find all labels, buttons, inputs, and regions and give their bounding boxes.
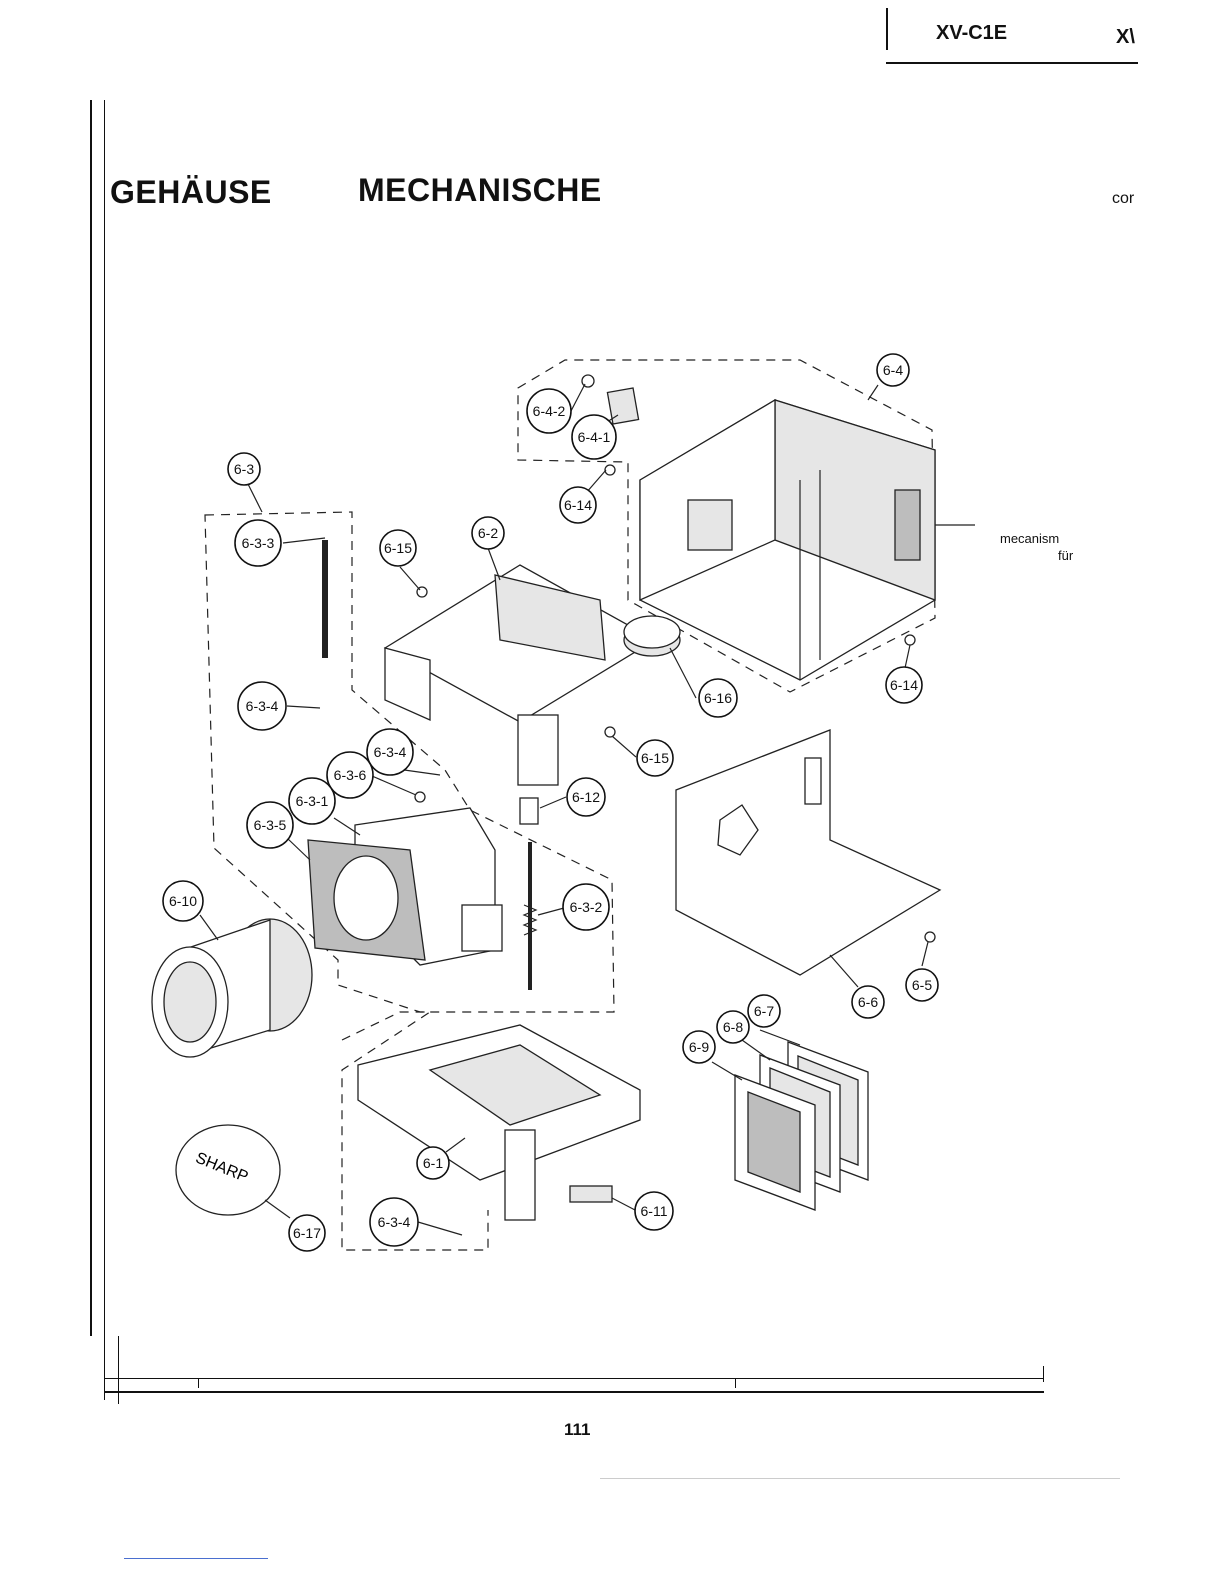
callout-6-11: 6-11 xyxy=(635,1192,673,1230)
callout-6-7: 6-7 xyxy=(748,995,780,1027)
callout-6-17: 6-17 xyxy=(289,1215,325,1251)
part-screw-6-3-6 xyxy=(415,792,425,802)
footer-tick-b xyxy=(735,1378,736,1388)
svg-text:6-7: 6-7 xyxy=(754,1003,774,1019)
svg-text:6-14: 6-14 xyxy=(564,497,592,513)
svg-text:6-3-4: 6-3-4 xyxy=(246,698,279,714)
footer-tick-a xyxy=(198,1378,199,1388)
svg-text:6-12: 6-12 xyxy=(572,789,600,805)
callout-6-3-1: 6-3-1 xyxy=(289,778,335,824)
callout-6-3-5: 6-3-5 xyxy=(247,802,293,848)
part-chassis-frame xyxy=(640,400,935,680)
callout-6-6: 6-6 xyxy=(852,986,884,1018)
svg-text:6-3-5: 6-3-5 xyxy=(254,817,287,833)
svg-text:6-4-2: 6-4-2 xyxy=(533,403,566,419)
part-lamp-holder xyxy=(385,565,655,785)
svg-text:6-1: 6-1 xyxy=(423,1155,443,1171)
footer-rule-upper xyxy=(104,1378,1044,1379)
callout-6-15b: 6-15 xyxy=(637,740,673,776)
part-screw-6-14b xyxy=(905,635,915,645)
callout-6-4-2: 6-4-2 xyxy=(527,389,571,433)
callout-6-16: 6-16 xyxy=(699,679,737,717)
part-lens-cap: SHARP xyxy=(176,1125,280,1215)
part-sleeve xyxy=(520,798,538,824)
part-base-plate xyxy=(676,730,940,975)
callout-6-9: 6-9 xyxy=(683,1031,715,1063)
svg-text:6-11: 6-11 xyxy=(641,1203,668,1219)
svg-text:6-8: 6-8 xyxy=(723,1019,743,1035)
callout-6-3-6: 6-3-6 xyxy=(327,752,373,798)
part-lens-mount xyxy=(308,808,502,965)
part-screw-6-5 xyxy=(925,932,935,942)
callout-6-3: 6-3 xyxy=(228,453,260,485)
footer-right-tick xyxy=(1043,1366,1044,1382)
part-clip xyxy=(570,1186,612,1202)
svg-text:6-3-3: 6-3-3 xyxy=(242,535,275,551)
svg-text:6-6: 6-6 xyxy=(858,994,878,1010)
page-number: 111 xyxy=(564,1420,591,1440)
svg-text:6-3-2: 6-3-2 xyxy=(570,899,603,915)
part-screw-6-14a xyxy=(605,465,615,475)
callout-6-1: 6-1 xyxy=(417,1147,449,1179)
footer-left-tick xyxy=(118,1336,119,1404)
svg-text:6-15: 6-15 xyxy=(384,540,412,556)
svg-text:6-3-4: 6-3-4 xyxy=(378,1214,411,1230)
svg-text:6-16: 6-16 xyxy=(704,690,732,706)
svg-text:6-3-6: 6-3-6 xyxy=(334,767,367,783)
callout-6-3-4a: 6-3-4 xyxy=(238,682,286,730)
footer-rule-lower xyxy=(104,1391,1044,1393)
scan-artifact-line xyxy=(600,1478,1120,1479)
callout-6-15a: 6-15 xyxy=(380,530,416,566)
svg-text:6-15: 6-15 xyxy=(641,750,669,766)
callout-6-3-4b: 6-3-4 xyxy=(367,729,413,775)
callout-6-12: 6-12 xyxy=(567,778,605,816)
svg-text:6-10: 6-10 xyxy=(169,893,197,909)
callout-6-2: 6-2 xyxy=(472,517,504,549)
part-screw-6-15b xyxy=(605,727,615,737)
svg-text:6-3: 6-3 xyxy=(234,461,254,477)
callout-6-4: 6-4 xyxy=(877,354,909,386)
svg-text:6-9: 6-9 xyxy=(689,1039,709,1055)
callout-6-3-3: 6-3-3 xyxy=(235,520,281,566)
bottom-blue-rule xyxy=(124,1558,268,1559)
svg-text:6-17: 6-17 xyxy=(293,1225,321,1241)
part-lens xyxy=(152,919,312,1057)
svg-text:6-4: 6-4 xyxy=(883,362,903,378)
callout-6-8: 6-8 xyxy=(717,1011,749,1043)
callout-6-3-2: 6-3-2 xyxy=(563,884,609,930)
callout-6-3-4c: 6-3-4 xyxy=(370,1198,418,1246)
callout-6-4-1: 6-4-1 xyxy=(572,415,616,459)
svg-text:6-4-1: 6-4-1 xyxy=(578,429,611,445)
callout-6-14b: 6-14 xyxy=(886,667,922,703)
callout-6-14a: 6-14 xyxy=(560,487,596,523)
callout-6-10: 6-10 xyxy=(163,881,203,921)
svg-text:6-3-1: 6-3-1 xyxy=(296,793,329,809)
callout-6-5: 6-5 xyxy=(906,969,938,1001)
svg-text:6-14: 6-14 xyxy=(890,677,918,693)
svg-text:6-3-4: 6-3-4 xyxy=(374,744,407,760)
svg-text:6-5: 6-5 xyxy=(912,977,932,993)
svg-text:6-2: 6-2 xyxy=(478,525,498,541)
